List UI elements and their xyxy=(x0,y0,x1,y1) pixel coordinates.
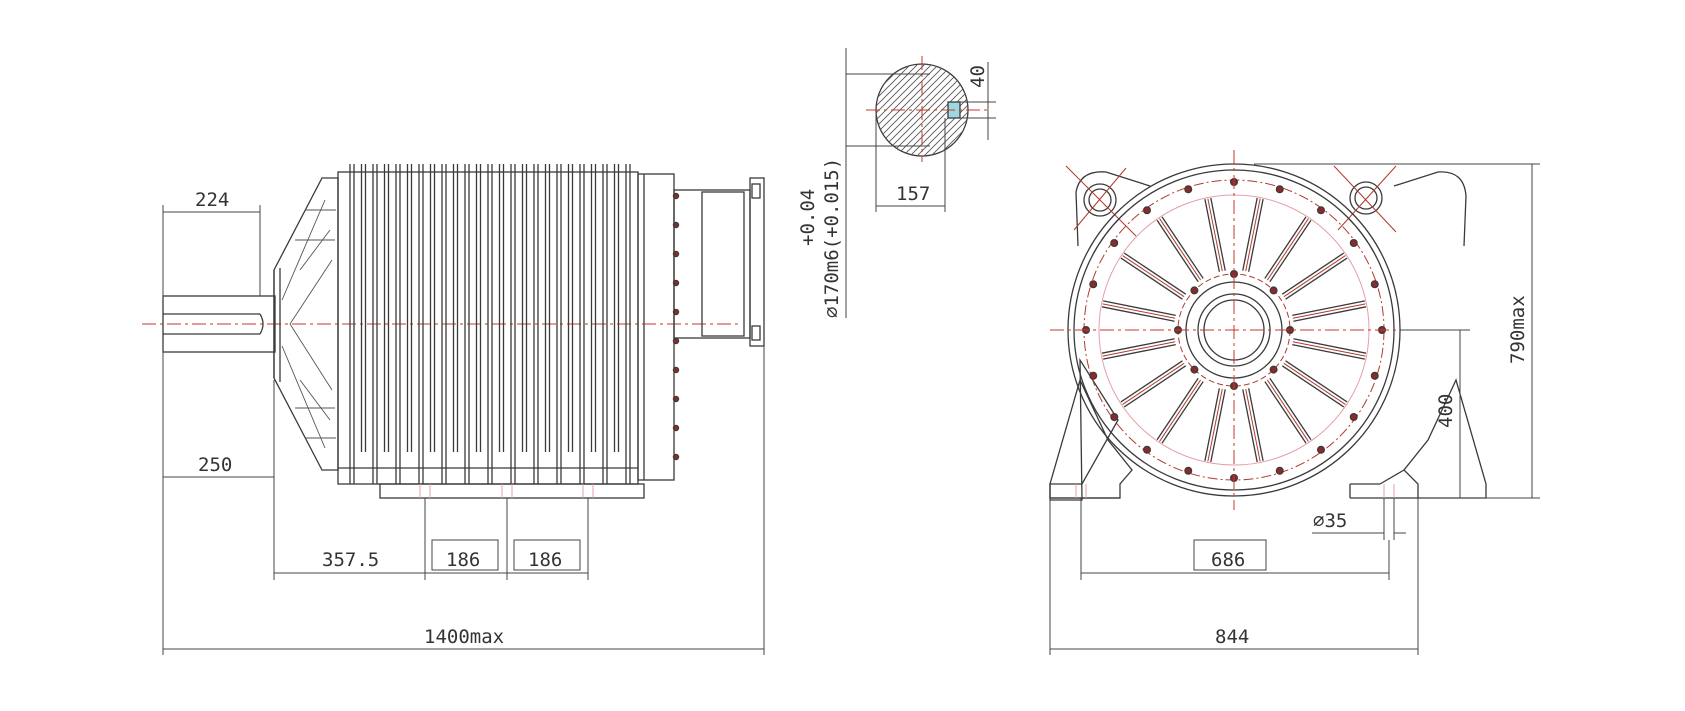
dim-overall-height: 790max xyxy=(1507,295,1529,364)
end-view xyxy=(1049,150,1487,510)
dim-foot-hole-spacing: 686 xyxy=(1211,549,1245,571)
dim-foot-spacing-1: 186 xyxy=(446,549,480,571)
dim-shaft-diameter: ⌀170m6(+0.015) xyxy=(821,158,843,318)
dim-overall-width: 844 xyxy=(1215,626,1249,648)
dim-shaft-224: 224 xyxy=(195,189,229,211)
dim-overall-length: 1400max xyxy=(424,626,504,648)
dim-foot-spacing-2: 186 xyxy=(528,549,562,571)
dim-center-height: 400 xyxy=(1435,394,1457,428)
side-view-dimensions: 224 250 357.5 186 186 1400max xyxy=(162,189,765,655)
dim-shaft-upper-tolerance: +0.04 xyxy=(797,189,819,246)
dim-key-width: 40 xyxy=(967,65,989,88)
end-view-dimensions: 400 790max ⌀35 686 844 xyxy=(1049,163,1540,655)
side-view xyxy=(142,164,765,499)
dim-shaft-250: 250 xyxy=(198,454,232,476)
dim-foot-hole: ⌀35 xyxy=(1313,510,1347,532)
dim-foot-offset: 357.5 xyxy=(322,549,379,571)
dim-key-depth: 157 xyxy=(896,183,930,205)
terminal-box xyxy=(673,177,765,347)
shaft-section: 40 157 ⌀170m6(+0.015) +0.04 xyxy=(797,48,996,318)
shaft xyxy=(162,295,276,353)
stator-fins xyxy=(337,164,639,485)
